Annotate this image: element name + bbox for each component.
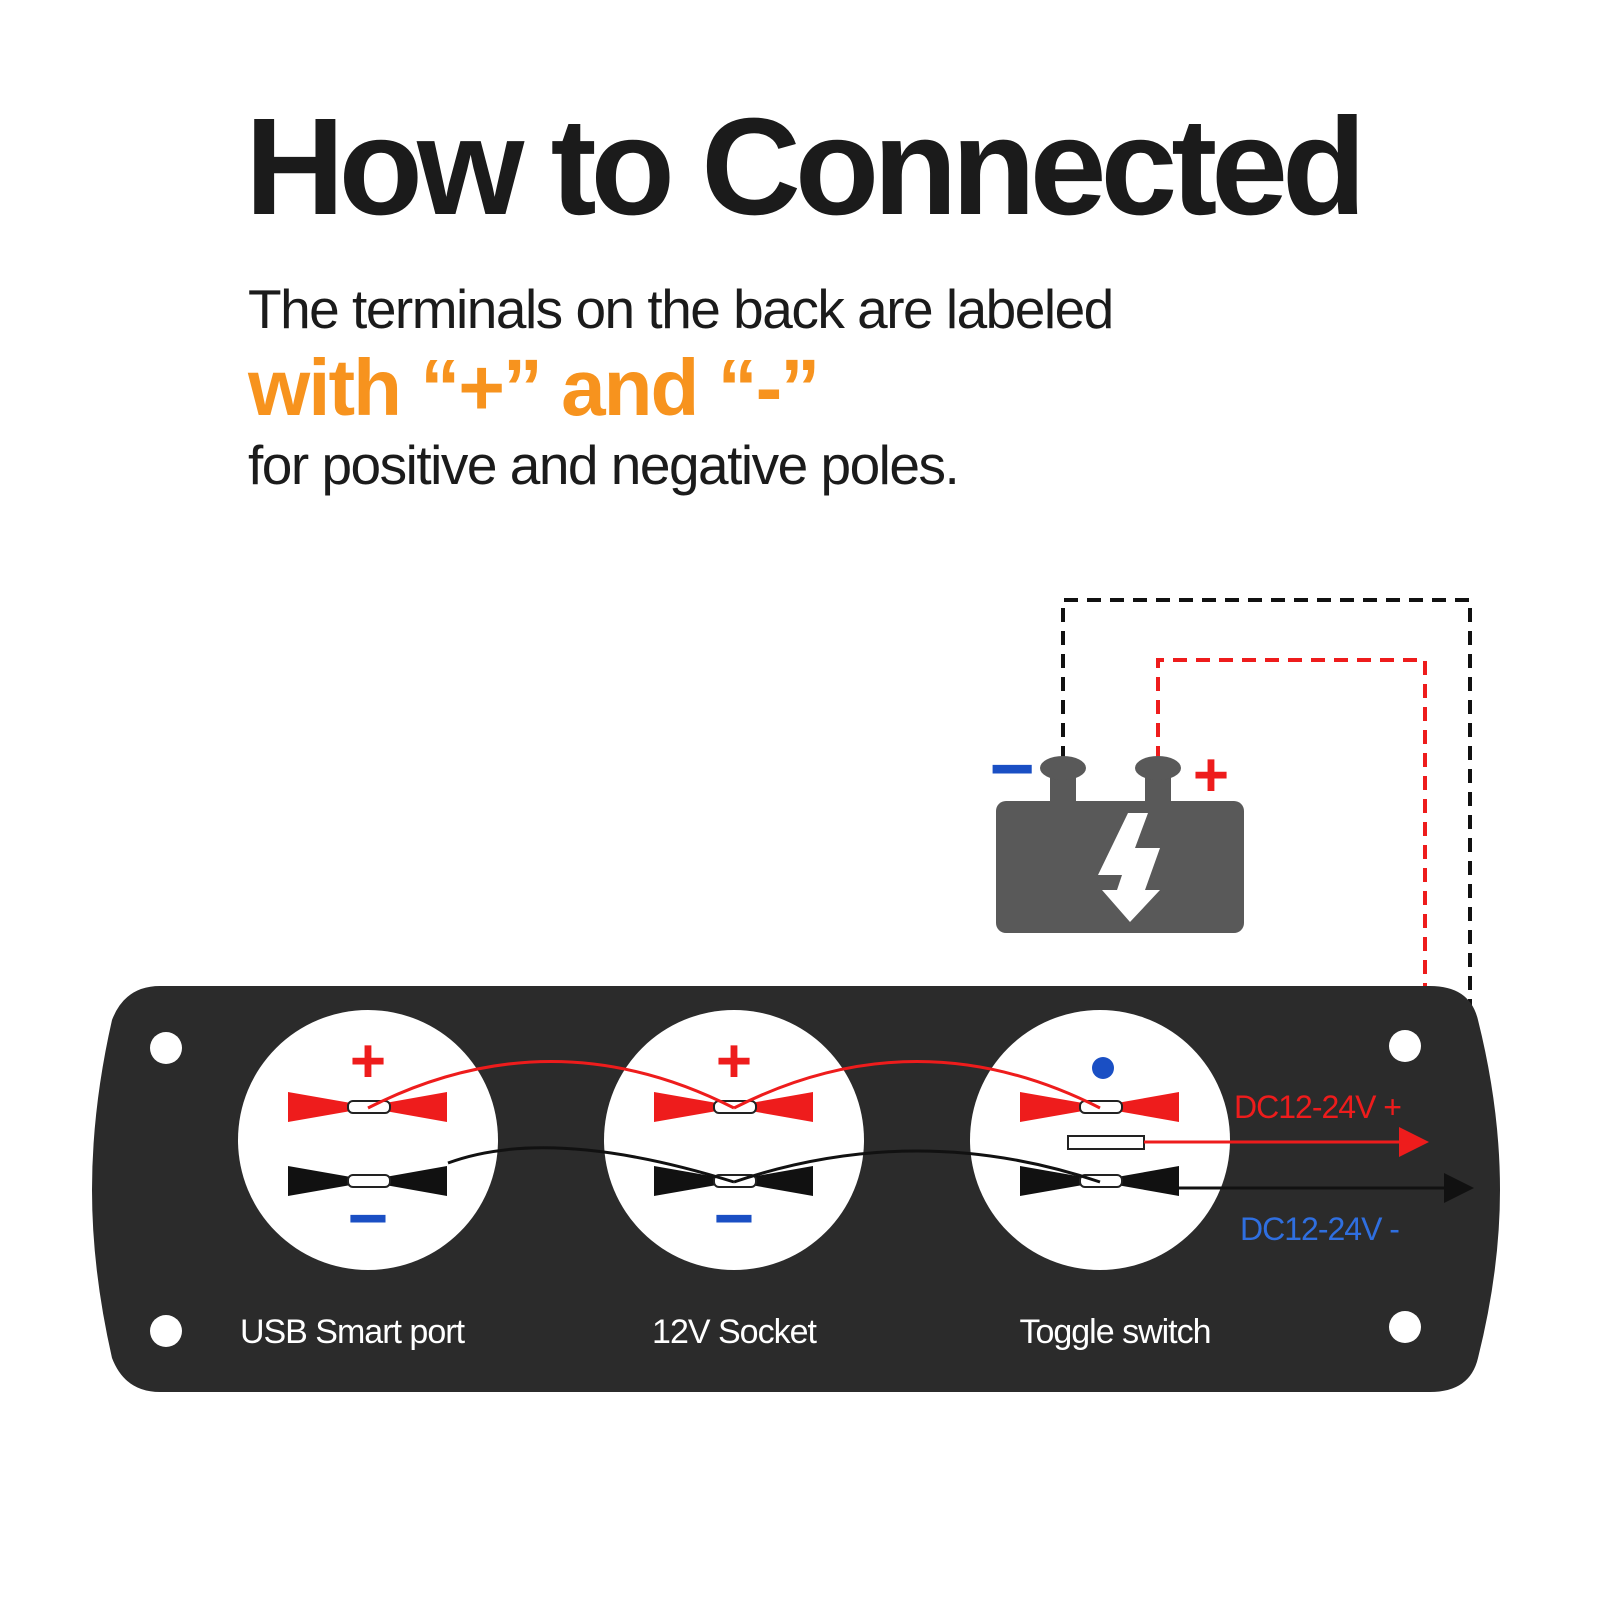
dc-positive-label: DC12-24V +: [1234, 1089, 1401, 1125]
mount-hole-bottom-right: [1389, 1311, 1421, 1343]
toggle-switch-label: Toggle switch: [1019, 1313, 1210, 1351]
subtitle-line-1: The terminals on the back are labeled: [248, 278, 1114, 340]
socket-back: [604, 1010, 864, 1270]
usb-port-back: [238, 1010, 498, 1270]
socket-minus-symbol: −: [714, 1179, 755, 1257]
usb-plus-symbol: +: [350, 1027, 386, 1096]
socket-plus-symbol: +: [716, 1027, 752, 1096]
battery-positive-lead: [1156, 658, 1427, 1130]
negative-jumper-2: [733, 1149, 1101, 1184]
battery-icon: [996, 756, 1244, 933]
positive-jumper-1: [367, 1060, 735, 1110]
mount-hole-top-left: [150, 1032, 182, 1064]
subtitle-line-3: for positive and negative poles.: [248, 434, 960, 496]
battery-negative-symbol: −: [989, 724, 1035, 812]
mount-hole-top-right: [1389, 1030, 1421, 1062]
lightning-bolt-icon: [1098, 813, 1160, 922]
indicator-dot-icon: [1092, 1057, 1114, 1079]
usb-smart-port-label: USB Smart port: [240, 1313, 466, 1351]
mount-hole-bottom-left: [150, 1315, 182, 1347]
battery-negative-lead: [1061, 598, 1472, 1190]
usb-minus-symbol: −: [348, 1179, 389, 1257]
toggle-output-terminal: [1067, 1135, 1145, 1150]
page-title: How to Connected: [245, 90, 1366, 244]
12v-socket-label: 12V Socket: [652, 1313, 817, 1351]
positive-jumper-2: [733, 1060, 1101, 1110]
negative-jumper-1: [447, 1146, 735, 1184]
subtitle-highlight: with “+” and “-”: [248, 343, 820, 432]
battery-positive-symbol: +: [1193, 741, 1229, 810]
dc-negative-label: DC12-24V -: [1240, 1211, 1399, 1247]
